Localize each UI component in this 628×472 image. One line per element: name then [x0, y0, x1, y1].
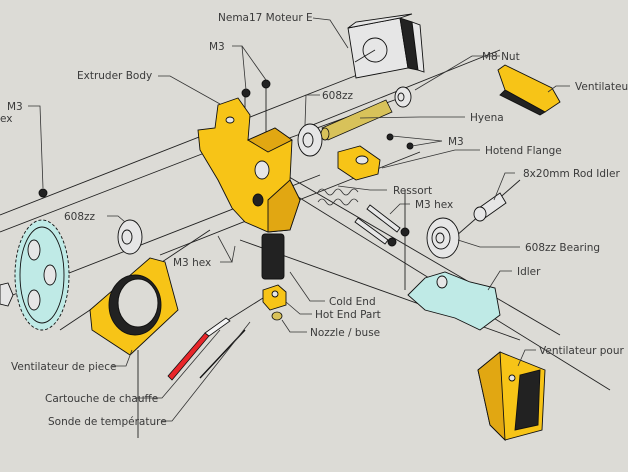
- label-608zz-left: 608zz: [64, 211, 96, 223]
- label-cartouche: Cartouche de chauffe: [45, 393, 158, 405]
- m3-nuts-top: [241, 79, 271, 98]
- label-608zz-top: 608zz: [322, 90, 354, 102]
- label-nema17: Nema17 Moteur E: [218, 12, 313, 24]
- label-ventilateur-piece: Ventilateur de piece: [11, 361, 117, 373]
- label-hot-end-part: Hot End Part: [315, 309, 381, 321]
- m3-nuts-right: [386, 133, 414, 150]
- m8-nut: [394, 86, 412, 108]
- nozzle: [271, 311, 283, 321]
- label-ressort: Ressort: [393, 185, 432, 197]
- label-m8-nut: M8 Nut: [482, 51, 520, 63]
- label-m3-hex-right: M3 hex: [415, 199, 453, 211]
- label-ventilateur-hotend: Ventilateur pour H: [539, 345, 628, 357]
- label-hotend-flange: Hotend Flange: [485, 145, 562, 157]
- m3-nut-left: [38, 188, 48, 198]
- axis-line: [259, 159, 561, 336]
- label-hyena: Hyena: [470, 112, 504, 124]
- cold-end: [261, 233, 285, 280]
- hot-end-block: [262, 284, 287, 311]
- label-m3-hex-center: M3 hex: [173, 257, 211, 269]
- hotend-fan-bracket: [497, 64, 561, 116]
- hex-nut-left: [0, 282, 14, 307]
- label-608zz-bearing: 608zz Bearing: [525, 242, 600, 254]
- label-nozzle: Nozzle / buse: [310, 327, 380, 339]
- label-m3-left: M3: [7, 101, 23, 113]
- axis-line: [0, 71, 366, 216]
- rod-idler: [473, 192, 507, 222]
- idler-part: [407, 271, 501, 331]
- part-labels: Nema17 Moteur E M3 Extruder Body M3 ex M…: [0, 12, 628, 428]
- label-m3-top: M3: [209, 41, 225, 53]
- label-ventilateur-top: Ventilateur: [575, 81, 628, 93]
- label-rod-idler: 8x20mm Rod Idler: [523, 168, 620, 180]
- heater-cartridge: [167, 297, 264, 381]
- bearing-608zz-right: [426, 217, 460, 259]
- label-extruder-body: Extruder Body: [77, 70, 152, 82]
- label-cold-end: Cold End: [329, 296, 376, 308]
- hyena-drive-gear: [320, 99, 393, 141]
- label-m3-right: M3: [448, 136, 464, 148]
- hotend-flange: [337, 145, 381, 181]
- label-hex-left: ex: [0, 113, 13, 125]
- extruder-body: [197, 97, 301, 233]
- springs-and-screws: [317, 188, 410, 247]
- axis-line: [0, 146, 221, 233]
- nema17-motor: [347, 13, 425, 79]
- large-gear: [14, 219, 70, 331]
- leader-lines: [28, 17, 570, 422]
- bearing-608zz-top: [297, 123, 323, 157]
- bearing-608zz-left: [117, 219, 143, 255]
- hotend-fan-duct: [477, 351, 546, 442]
- part-cooling-fan: [89, 257, 179, 356]
- label-sonde: Sonde de température: [48, 416, 167, 428]
- label-idler: Idler: [517, 266, 541, 278]
